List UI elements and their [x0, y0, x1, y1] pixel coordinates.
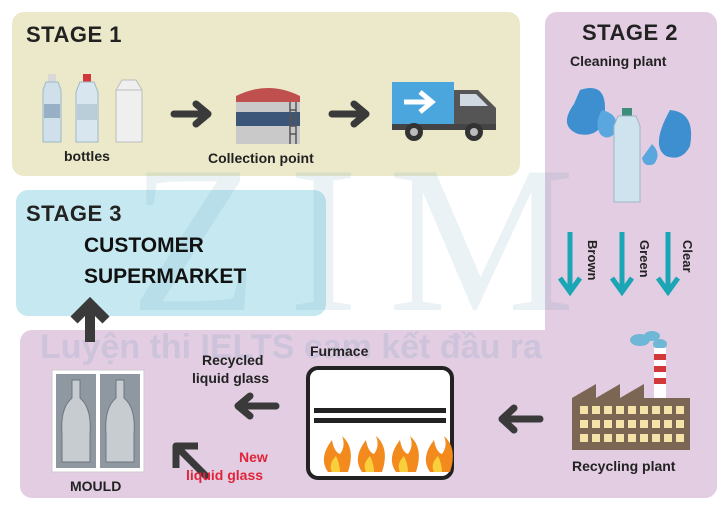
water-drops-icon — [566, 88, 692, 203]
furnace-label: Furmace — [310, 343, 369, 359]
mould-label: MOULD — [70, 478, 122, 494]
truck-icon — [392, 82, 496, 141]
supermarket-label: SUPERMARKET — [84, 265, 247, 288]
bottles-label: bottles — [64, 148, 110, 164]
stage-1-title: STAGE 1 — [26, 22, 123, 47]
watermark-brand: ZIM — [130, 124, 605, 356]
arrow-2-icon — [328, 100, 370, 128]
sort-arrows-icon — [557, 232, 681, 297]
arrow-1-icon — [170, 100, 212, 128]
recycled-liquid-glass-label-2: liquid glass — [192, 370, 270, 386]
arrow-left-recycling-icon — [498, 404, 544, 434]
sort-label-green: Green — [637, 240, 652, 278]
collection-point-label: Collection point — [208, 150, 314, 166]
sort-label-brown: Brown — [585, 240, 600, 281]
mould-icon — [51, 369, 145, 473]
recycling-plant-icon — [572, 331, 690, 450]
customer-label: CUSTOMER — [84, 234, 204, 257]
recycling-plant-label: Recycling plant — [572, 458, 676, 474]
arrow-diagonal-icon — [172, 442, 211, 481]
arrow-left-furnace-icon — [234, 392, 280, 420]
arrow-up-icon — [70, 296, 110, 342]
stage-3-panel — [16, 190, 326, 316]
new-liquid-glass-label-2: liquid glass — [186, 467, 264, 483]
recycled-liquid-glass-label-1: Recycled — [202, 352, 264, 368]
watermark-slogan: Luyện thi IELTS cam kết đầu ra — [40, 328, 542, 366]
cleaning-plant-label: Cleaning plant — [570, 53, 667, 69]
bottles-icon — [42, 74, 143, 143]
new-liquid-glass-label-1: New — [239, 449, 268, 465]
sort-label-clear: Clear — [680, 240, 695, 273]
furnace-icon — [306, 366, 454, 480]
stage-3-title: STAGE 3 — [26, 201, 123, 226]
collection-point-icon — [236, 88, 300, 144]
stage-2-title: STAGE 2 — [582, 20, 679, 45]
